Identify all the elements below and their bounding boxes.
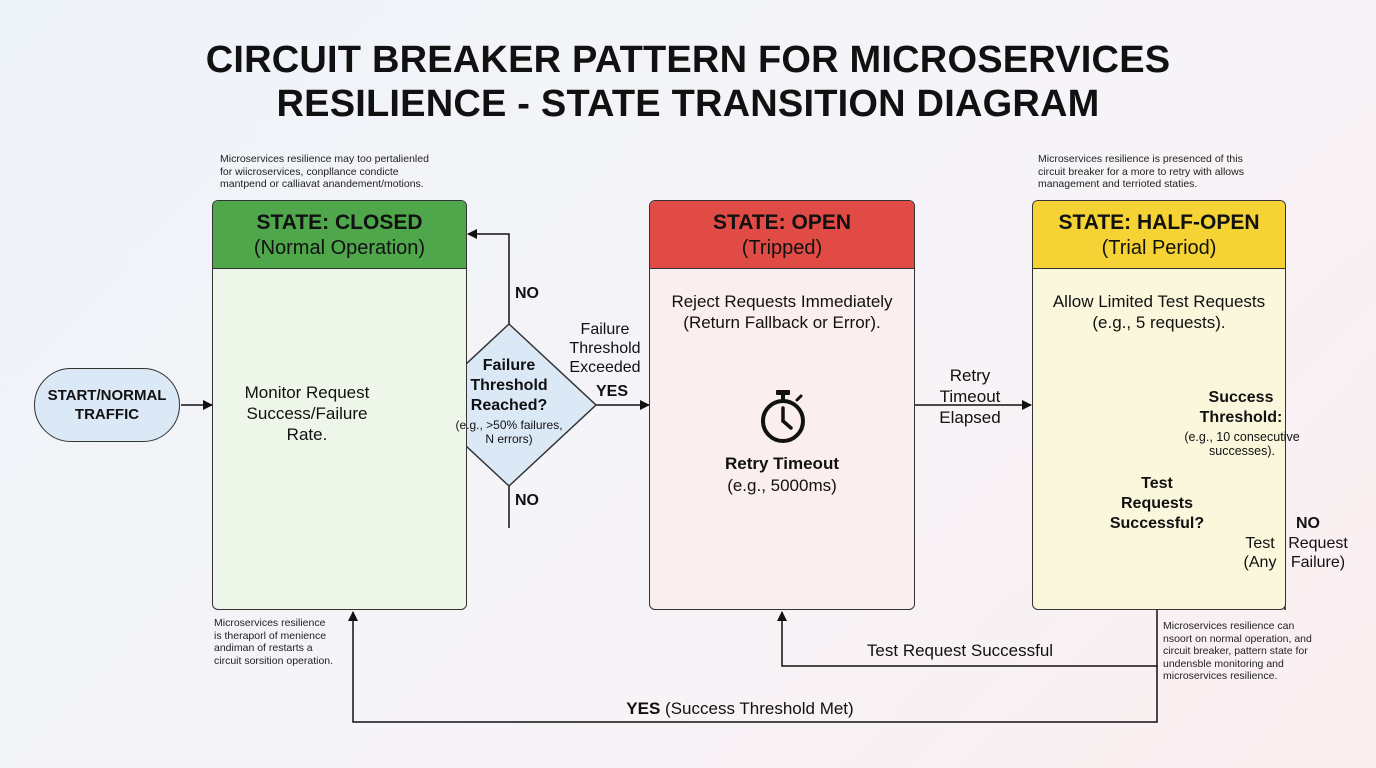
title-line-2: RESILIENCE - STATE TRANSITION DIAGRAM [276, 83, 1100, 125]
state-closed: STATE: CLOSED (Normal Operation) [212, 200, 467, 610]
state-closed-header: STATE: CLOSED (Normal Operation) [213, 201, 466, 269]
stopwatch-icon [761, 390, 805, 443]
state-closed-subtitle: (Normal Operation) [253, 237, 426, 259]
diagram-title: CIRCUIT BREAKER PATTERN FOR MICROSERVICE… [0, 38, 1376, 126]
closed-body: Monitor Request Success/Failure Rate. [244, 383, 370, 444]
label-yes-bottom-bold: YES [626, 699, 661, 718]
label-no-bottom: NO [515, 492, 539, 509]
note-top-right: Microservices resilience is presenced of… [1038, 153, 1244, 190]
half-open-body: Allow Limited Test Requests (e.g., 5 req… [1052, 292, 1266, 332]
note-bottom-left: Microservices resilience is theraporl of… [214, 617, 334, 667]
label-no-right: NO [1296, 515, 1320, 532]
open-timeout-value: (e.g., 5000ms) [727, 476, 837, 495]
state-half-open: STATE: HALF-OPEN (Trial Period) [1032, 200, 1286, 610]
success-threshold-title: Success Threshold: [1199, 389, 1283, 426]
failure-decision-label: Failure Threshold Reached? [470, 357, 548, 414]
state-open: STATE: OPEN (Tripped) [649, 200, 915, 610]
success-threshold-sub: (e.g., 10 consecutive successes). [1184, 430, 1300, 458]
state-closed-title: STATE: CLOSED [256, 211, 423, 234]
arrow-test-success-to-open [777, 592, 1158, 667]
label-test-success: Test Request Successful [866, 641, 1054, 660]
label-test-any: Test (Any [1243, 535, 1277, 571]
state-half-open-title: STATE: HALF-OPEN [1058, 211, 1260, 234]
label-retry-elapsed: Retry Timeout Elapsed [939, 366, 1001, 427]
label-yes-bottom-rest: (Success Threshold Met) [660, 699, 854, 718]
open-body: Reject Requests Immediately (Return Fall… [671, 292, 893, 332]
test-decision-label: Test Requests Successful? [1109, 475, 1205, 532]
state-open-header: STATE: OPEN (Tripped) [650, 201, 914, 269]
start-node: START/NORMAL TRAFFIC [34, 368, 180, 442]
state-open-title: STATE: OPEN [712, 211, 852, 234]
state-half-open-subtitle: (Trial Period) [1101, 237, 1217, 259]
label-no-top: NO [515, 285, 539, 302]
note-bottom-right: Microservices resilience can nsoort on n… [1163, 620, 1312, 682]
label-request-failure: Request Failure) [1288, 535, 1348, 571]
arrow-yes-to-closed [348, 611, 1158, 723]
label-yes: YES [595, 383, 628, 400]
state-half-open-header: STATE: HALF-OPEN (Trial Period) [1033, 201, 1285, 269]
title-line-1: CIRCUIT BREAKER PATTERN FOR MICROSERVICE… [205, 39, 1171, 81]
note-top-left: Microservices resilience may too pertali… [220, 153, 429, 190]
open-timeout-title: Retry Timeout [725, 454, 839, 473]
state-open-subtitle: (Tripped) [741, 237, 823, 259]
label-failure-exceeded: Failure Threshold Exceeded [569, 321, 641, 376]
arrow-no-to-closed [467, 229, 510, 324]
label-yes-bottom: YES (Success Threshold Met) [560, 699, 920, 718]
start-label: START/NORMAL TRAFFIC [47, 387, 167, 423]
failure-decision-sub: (e.g., >50% failures, N errors) [455, 418, 563, 446]
